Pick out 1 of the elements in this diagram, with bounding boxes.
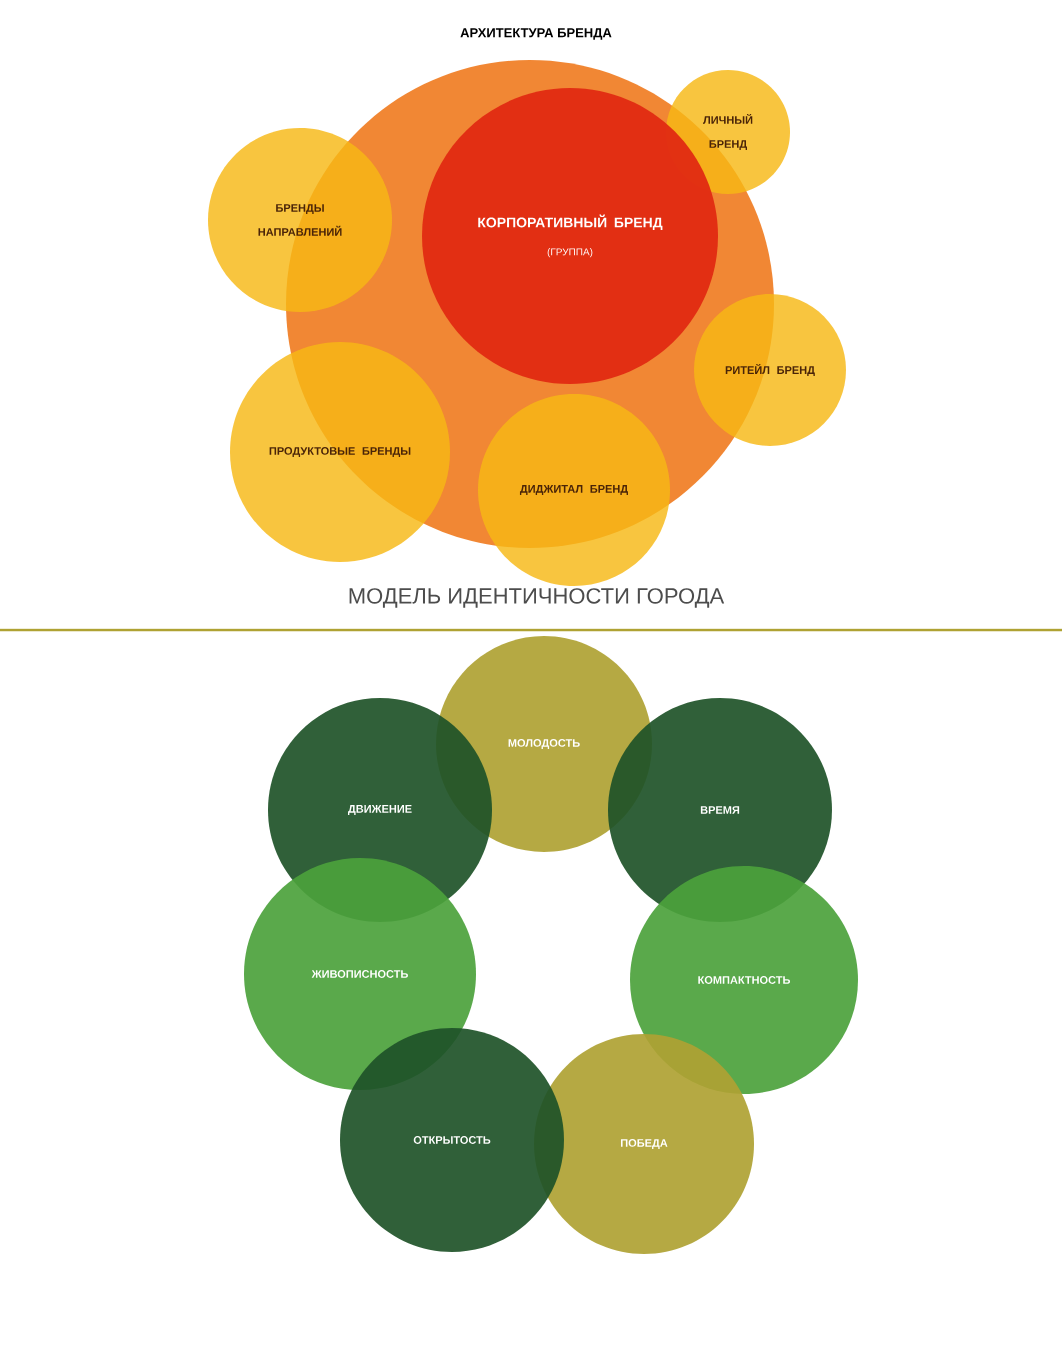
heading: МОДЕЛЬ ИДЕНТИЧНОСТИ ГОРОДА <box>349 588 725 608</box>
